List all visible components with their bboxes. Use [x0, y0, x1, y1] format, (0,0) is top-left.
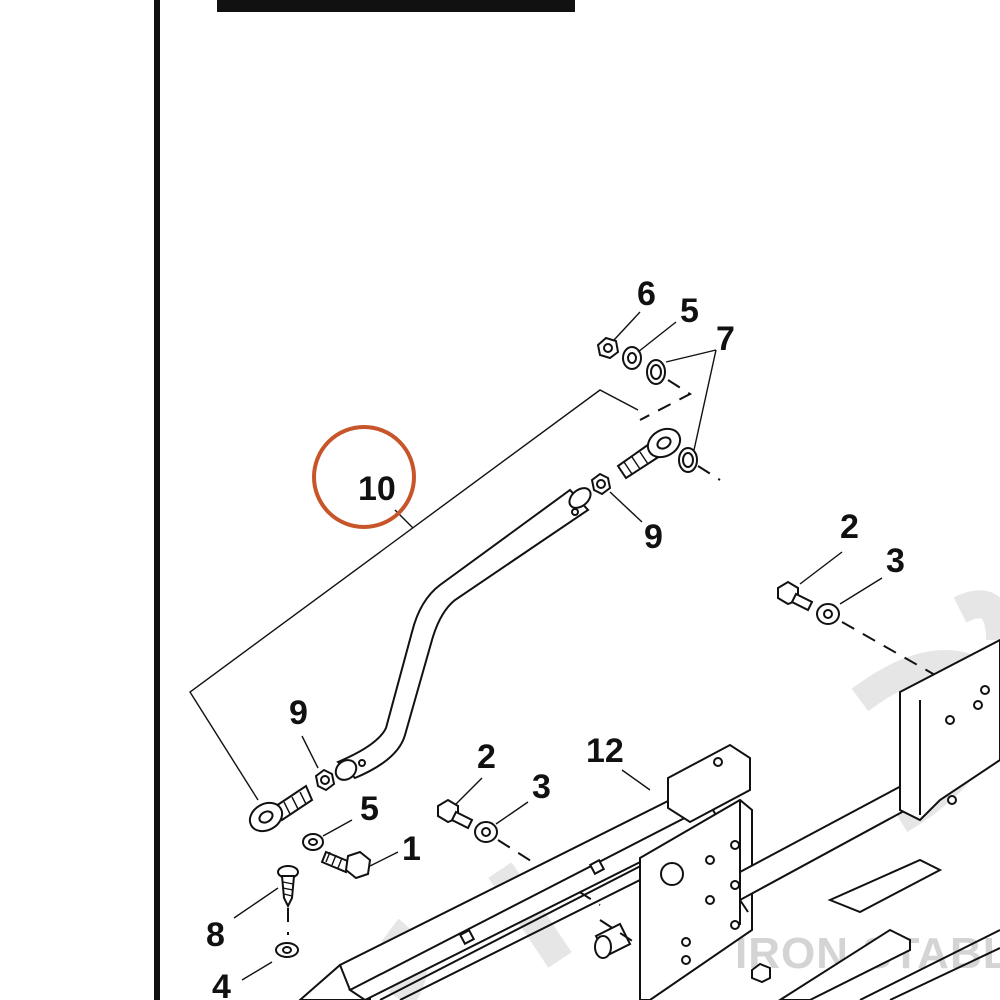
assembly-axis-upper [639, 379, 692, 421]
leader-line-5-lower [322, 819, 353, 837]
leader-line-2-center [455, 777, 483, 805]
leader-line-2-right [799, 551, 843, 585]
callout-1: 1 [402, 830, 421, 868]
callout-7: 7 [716, 320, 735, 358]
callout-2-center: 2 [477, 738, 496, 776]
callout-9-upper: 9 [644, 518, 663, 556]
leader-line-7b [693, 349, 717, 451]
spacer-7-upper-hole [650, 364, 662, 380]
leader-line-5-upper [637, 321, 677, 353]
leader-line-7a [665, 349, 717, 363]
highlight-circle-10 [312, 425, 416, 529]
leader-line-1 [369, 851, 399, 867]
leader-line-9-lower [301, 735, 319, 769]
callout-10: 10 [358, 470, 396, 508]
leader-line-12 [621, 769, 651, 791]
callout-5-lower: 5 [360, 790, 379, 828]
tie-rod-tube [334, 487, 592, 781]
leader-line-4 [241, 961, 273, 981]
callout-3-right: 3 [886, 542, 905, 580]
washer-3-right-hole [823, 609, 833, 619]
callout-4: 4 [212, 968, 231, 1000]
rod-end-lower [248, 784, 314, 833]
hex-bolt-2-right [777, 580, 814, 612]
hex-nut-6 [596, 336, 620, 360]
rod-end-upper [616, 427, 682, 480]
leader-line-8 [233, 887, 279, 919]
hex-bolt-1 [320, 850, 372, 880]
callout-5-upper: 5 [680, 292, 699, 330]
assembly-axis-upper-2 [697, 465, 721, 481]
callout-8: 8 [206, 916, 225, 954]
leader-line-9-upper [609, 491, 643, 523]
washer-4-hole [282, 946, 292, 954]
leader-line-3-right [839, 577, 883, 605]
jam-nut-lower [314, 768, 336, 792]
leader-line-6 [613, 311, 641, 341]
left-border-rule [154, 0, 160, 1000]
jam-nut-upper [590, 472, 612, 496]
flat-washer-5-upper-hole [627, 352, 637, 364]
spacer-7-lower-hole [682, 452, 694, 468]
callout-9-lower: 9 [289, 694, 308, 732]
callout-6: 6 [637, 275, 656, 313]
screw-8 [277, 865, 299, 909]
leader-line-3-center [495, 801, 529, 825]
leader-bracket-10 [189, 389, 639, 801]
frame-assembly-12 [298, 638, 1000, 1000]
flat-washer-5-lower-hole [308, 838, 318, 846]
hex-bolt-2-center [437, 798, 474, 830]
header-black-bar [217, 0, 575, 12]
callout-3-center: 3 [532, 768, 551, 806]
callout-12: 12 [586, 732, 624, 770]
washer-3-center-hole [481, 827, 491, 837]
callout-2-right: 2 [840, 508, 859, 546]
